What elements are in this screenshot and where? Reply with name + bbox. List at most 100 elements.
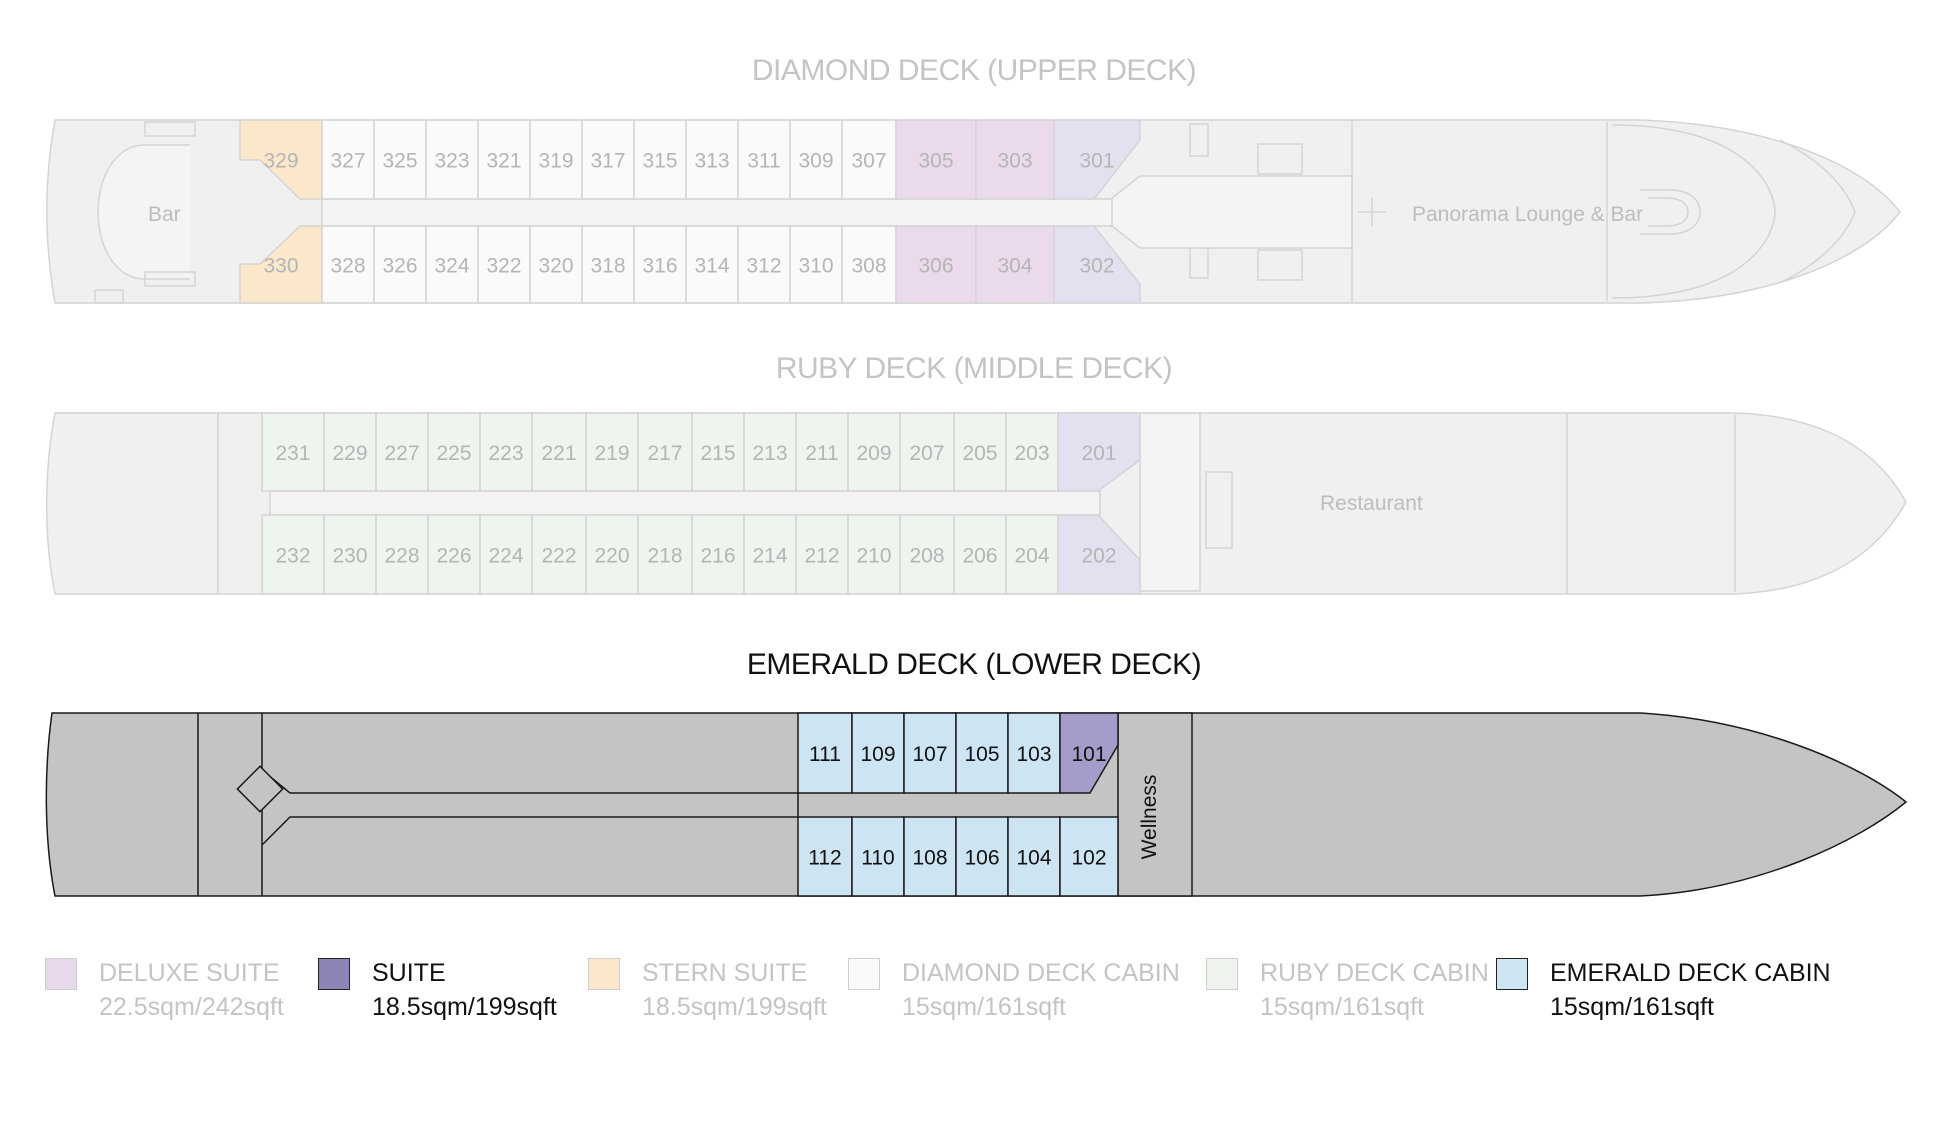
diamond-cabin-302-number: 302 [1079, 255, 1114, 278]
diamond-lounge-curve [1611, 124, 1776, 299]
ruby-cabin-232[interactable] [261, 514, 325, 595]
diamond-cabin-322-number: 322 [486, 255, 521, 278]
ruby-cabin-210[interactable] [847, 514, 901, 595]
diamond-bow-detail [1779, 139, 1856, 284]
emerald-cabin-102-number: 102 [1071, 847, 1106, 870]
bar-label: Bar [148, 203, 181, 226]
ruby-deck-plan [46, 412, 1907, 595]
diamond-cabin-312-number: 312 [746, 255, 781, 278]
diamond-cabin-306[interactable] [895, 225, 977, 304]
diamond-cabin-308[interactable] [841, 225, 897, 304]
ruby-cabin-231-number: 231 [275, 442, 310, 465]
diamond-cabin-316-number: 316 [642, 255, 677, 278]
ruby-cabin-202[interactable] [1057, 514, 1141, 595]
emerald-cabin-105[interactable] [955, 712, 1009, 794]
diamond-cabin-305[interactable] [895, 119, 977, 200]
ruby-cabin-219[interactable] [585, 412, 639, 492]
diamond-cabin-313[interactable] [685, 119, 739, 200]
diamond-cabin-308-number: 308 [851, 255, 886, 278]
ruby-cabin-227-number: 227 [384, 442, 419, 465]
diamond-cabin-318-number: 318 [590, 255, 625, 278]
diamond-deck-plan [46, 119, 1901, 304]
diamond-cabin-326[interactable] [373, 225, 427, 304]
emerald-cabin-102[interactable] [1059, 816, 1119, 897]
emerald-cabin-112-number: 112 [808, 847, 841, 870]
legend-label: DIAMOND DECK CABIN [902, 959, 1180, 987]
ruby-cabin-222[interactable] [531, 514, 587, 595]
ruby-cabin-205[interactable] [953, 412, 1007, 492]
ruby-cabin-212[interactable] [795, 514, 849, 595]
ruby-cabin-221[interactable] [531, 412, 587, 492]
legend-label: DELUXE SUITE [99, 959, 280, 987]
emerald-cabin-104[interactable] [1007, 816, 1061, 897]
ruby-cabin-225-number: 225 [436, 442, 471, 465]
ruby-cabin-213[interactable] [743, 412, 797, 492]
diamond-cabin-313-number: 313 [694, 150, 729, 173]
diamond-cabin-324[interactable] [425, 225, 479, 304]
diamond-cabin-307[interactable] [841, 119, 897, 200]
emerald-cabin-108[interactable] [903, 816, 957, 897]
diamond-corridor [321, 198, 1123, 227]
ruby-cabin-223[interactable] [479, 412, 533, 492]
emerald-cabin-109[interactable] [851, 712, 905, 794]
diamond-cabin-314[interactable] [685, 225, 739, 304]
diamond-cabin-327[interactable] [321, 119, 375, 200]
emerald-cabin-105-number: 105 [964, 743, 999, 766]
diamond-cabin-301[interactable] [1053, 119, 1141, 200]
diamond-cabin-327-number: 327 [330, 150, 365, 173]
emerald-cabin-110[interactable] [851, 816, 905, 897]
emerald-cabin-106[interactable] [955, 816, 1009, 897]
diamond-cabin-323[interactable] [425, 119, 479, 200]
emerald-cabin-111[interactable] [797, 712, 853, 794]
diamond-stairs-aft [94, 289, 124, 304]
diamond-cabin-328[interactable] [321, 225, 375, 304]
diamond-cabin-315[interactable] [633, 119, 687, 200]
diamond-stairs-bottom [144, 271, 196, 287]
emerald-cabin-110-number: 110 [861, 847, 894, 870]
diamond-cabin-320[interactable] [529, 225, 583, 304]
diamond-cabin-318[interactable] [581, 225, 635, 304]
diamond-deck-title: DIAMOND DECK (UPPER DECK) [751, 54, 1197, 87]
diamond-cabin-306-number: 306 [918, 255, 953, 278]
ruby-cabin-217[interactable] [637, 412, 693, 492]
diamond-cabin-329-number: 329 [263, 150, 298, 173]
diamond-cabin-319-number: 319 [538, 150, 573, 173]
diamond-cabin-315-number: 315 [642, 150, 677, 173]
ruby-cabin-231[interactable] [261, 412, 325, 492]
legend-label: EMERALD DECK CABIN [1550, 959, 1831, 987]
ruby-cabin-218[interactable] [637, 514, 693, 595]
diamond-cabin-310[interactable] [789, 225, 843, 304]
diamond-fwd-stairs-1 [1189, 123, 1209, 157]
emerald-cabin-106-number: 106 [964, 847, 999, 870]
diamond-cabin-312[interactable] [737, 225, 791, 304]
ruby-cabin-206[interactable] [953, 514, 1007, 595]
ruby-cabin-230[interactable] [323, 514, 377, 595]
diamond-cabin-302[interactable] [1053, 225, 1141, 304]
ruby-cabin-214[interactable] [743, 514, 797, 595]
emerald-cabin-101[interactable] [1059, 712, 1119, 794]
diamond-cabin-317[interactable] [581, 119, 635, 200]
ruby-cabin-209[interactable] [847, 412, 901, 492]
ruby-cabin-203[interactable] [1005, 412, 1059, 492]
diamond-cabin-303[interactable] [975, 119, 1055, 200]
diamond-lounge-bar-inner [1648, 197, 1689, 227]
ruby-cabin-207[interactable] [899, 412, 955, 492]
ruby-cabin-215[interactable] [691, 412, 745, 492]
ruby-cabin-201[interactable] [1057, 412, 1141, 492]
diamond-cabin-305-number: 305 [918, 150, 953, 173]
ruby-cabin-224-number: 224 [488, 545, 523, 568]
diamond-fwd-hall [1111, 175, 1353, 249]
ruby-cabin-225[interactable] [427, 412, 481, 492]
diamond-lounge-bar [1640, 189, 1701, 235]
diamond-cabin-325[interactable] [373, 119, 427, 200]
diamond-cabin-319[interactable] [529, 119, 583, 200]
ruby-cabin-226[interactable] [427, 514, 481, 595]
ruby-cabin-224[interactable] [479, 514, 533, 595]
ruby-fwd-landing [1139, 412, 1201, 592]
diamond-cabin-304[interactable] [975, 225, 1055, 304]
ruby-cabin-216[interactable] [691, 514, 745, 595]
diamond-cabin-326-number: 326 [382, 255, 417, 278]
diamond-cabin-322[interactable] [477, 225, 531, 304]
ruby-cabin-211[interactable] [795, 412, 849, 492]
ruby-cabin-227[interactable] [375, 412, 429, 492]
